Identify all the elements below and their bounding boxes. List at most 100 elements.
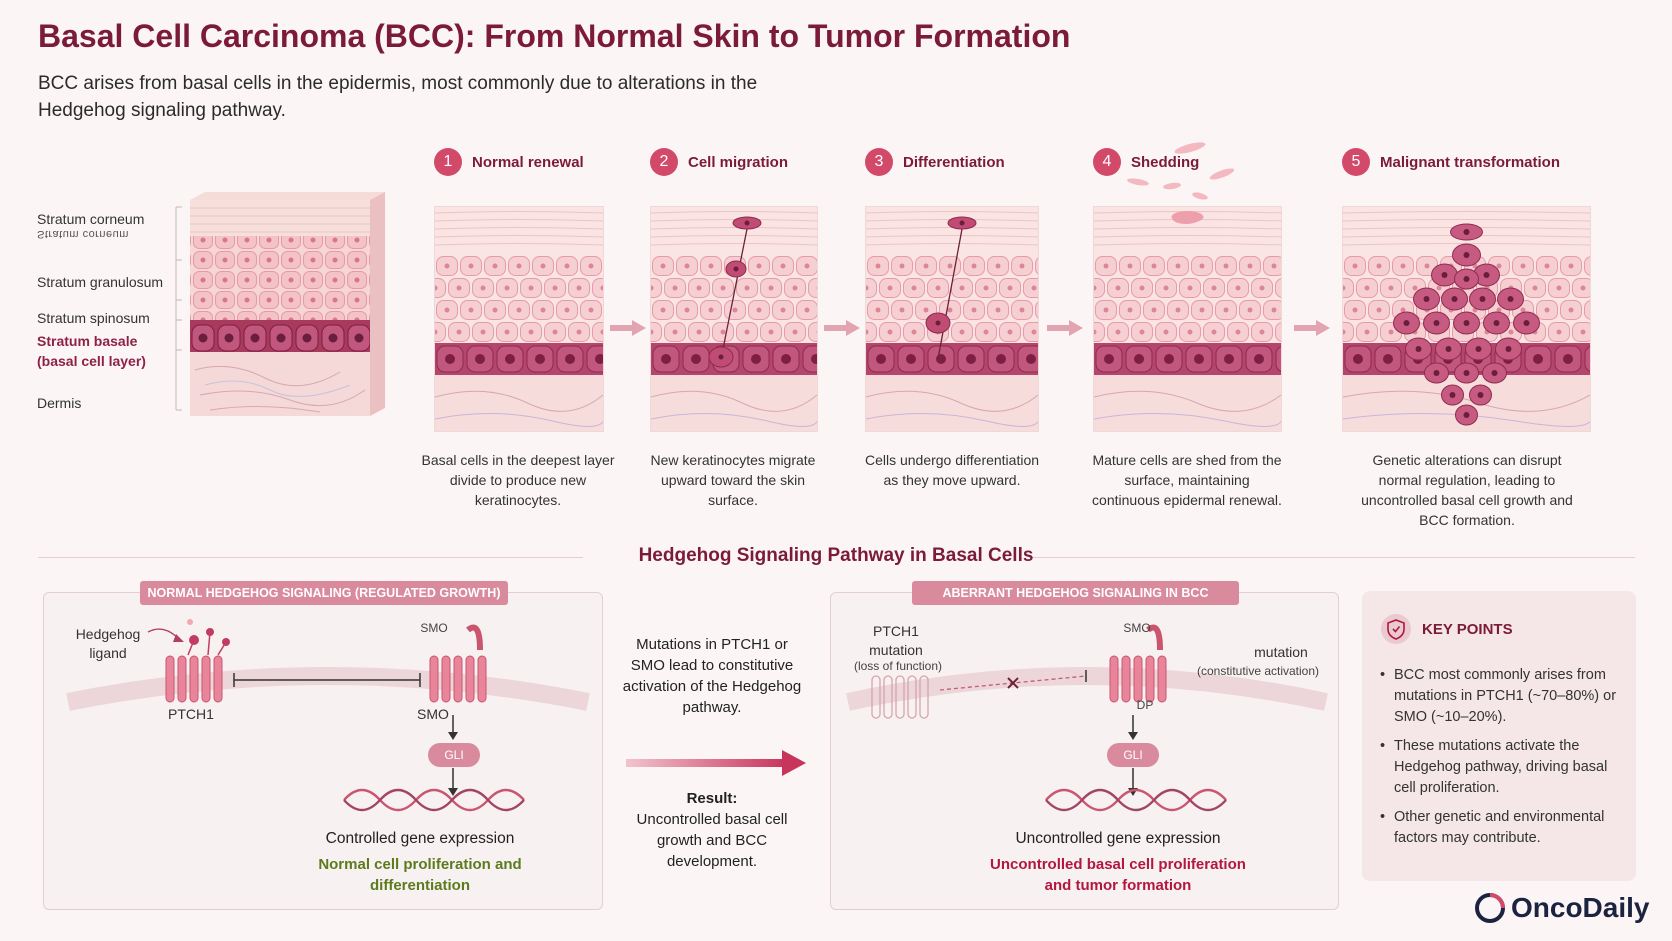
migrating-cell-path <box>925 216 977 360</box>
keratinocyte-cells <box>1094 256 1281 342</box>
divider-left <box>38 557 583 558</box>
label-dermis: Dermis <box>37 395 82 411</box>
dna-helix-aberrant <box>1045 788 1227 812</box>
step-1-description: Basal cells in the deepest layer divide … <box>421 452 615 508</box>
gli-label: GLI <box>444 748 464 762</box>
blocked-x-icon <box>1007 677 1019 689</box>
gli-mutant-label: GLI <box>1123 748 1143 762</box>
step-1-header: 1 Normal renewal <box>434 148 584 176</box>
smo-top-label: SMO <box>420 621 448 635</box>
label-basal-cell-layer: (basal cell layer) <box>37 353 146 369</box>
step-4-header: 4 Shedding <box>1093 148 1199 176</box>
normal-signaling-tag: NORMAL HEDGEHOG SIGNALING (REGULATED GRO… <box>140 581 508 605</box>
key-points-header: KEY POINTS <box>1380 613 1636 645</box>
step-5-header: 5 Malignant transformation <box>1342 148 1560 176</box>
divider-right <box>1030 557 1635 558</box>
smo-mutation-label: mutation <box>1254 644 1308 660</box>
aberrant-pathway-diagram <box>846 624 1328 812</box>
label-stratum-corneum: Stratum corneum <box>37 211 145 227</box>
smo-mutant-receptor <box>1109 624 1167 703</box>
ptch1-mutation-label: PTCH1 mutation <box>866 622 926 660</box>
step-5-title: Malignant transformation <box>1380 153 1561 171</box>
key-points-panel: KEY POINTS BCC most commonly arises from… <box>1362 591 1636 881</box>
mutation-explanation: Mutations in PTCH1 or SMO lead to consti… <box>622 636 802 716</box>
oncodaily-logo-text: OncoDaily <box>1511 892 1650 923</box>
ptch1-loss-of-function: (loss of function) <box>853 659 943 673</box>
inhibition-line <box>233 673 421 687</box>
key-point-item: Other genetic and environmental factors … <box>1380 807 1620 849</box>
result-text: Uncontrolled basal cell growth and BCC d… <box>636 811 788 870</box>
tissue-panel-differentiation <box>865 206 1039 432</box>
oncodaily-logo: OncoDaily <box>1473 891 1649 925</box>
ptch1-receptor <box>165 655 223 703</box>
key-points-list: BCC most commonly arises from mutations … <box>1380 665 1620 849</box>
hedgehog-ligand-label: Hedgehog ligand <box>75 626 141 661</box>
ptch1-mutant-receptor <box>871 675 929 719</box>
arrow-step-2-3 <box>824 320 860 336</box>
label-stratum-basale: Stratum basale <box>37 333 138 349</box>
step-3-description: Cells undergo differentiation as they mo… <box>864 452 1040 488</box>
basal-cell-row <box>866 343 1038 375</box>
step-1-number: 1 <box>434 148 462 176</box>
dna-helix-normal <box>343 788 525 812</box>
normal-pathway-diagram <box>66 619 590 812</box>
aberrant-signaling-panel <box>830 592 1339 910</box>
page-subtitle: BCC arises from basal cells in the epide… <box>38 73 758 121</box>
step-3-title: Differentiation <box>903 153 1005 171</box>
step-3-header: 3 Differentiation <box>865 148 1005 176</box>
key-points-title: KEY POINTS <box>1422 620 1513 638</box>
tissue-panel-normal-renewal <box>434 206 604 432</box>
step-1-title: Normal renewal <box>472 153 584 171</box>
step-2-description: New keratinocytes migrate upward toward … <box>650 452 816 508</box>
tissue-panel-cell-migration <box>650 206 818 432</box>
basal-cell-row <box>435 343 603 375</box>
arrow-step-4-5 <box>1294 320 1330 336</box>
result-label: Result: <box>686 790 738 807</box>
ptch1-label: PTCH1 <box>168 706 214 722</box>
aberrant-outcome: Uncontrolled basal cell proliferation an… <box>990 856 1246 894</box>
arrow-step-1-2 <box>610 320 646 336</box>
step-2-title: Cell migration <box>688 153 789 171</box>
step-3-number: 3 <box>865 148 893 176</box>
uncontrolled-gene-expression: Uncontrolled gene expression <box>1015 830 1221 847</box>
label-stratum-granulosum: Stratum granulosum <box>37 274 164 290</box>
transition-arrow <box>626 750 806 776</box>
controlled-gene-expression: Controlled gene expression <box>325 830 515 847</box>
aberrant-signaling-tag: ABERRANT HEDGEHOG SIGNALING IN BCC <box>912 581 1239 605</box>
ptch1-mutation-text: PTCH1 mutation <box>869 623 923 658</box>
skin-block-3d <box>190 192 385 416</box>
stratum-corneum-lines <box>435 211 603 246</box>
smo-constitutive-activation: (constitutive activation) <box>1196 664 1320 678</box>
normal-outcome: Normal cell proliferation and differenti… <box>318 856 522 894</box>
basal-cells-3d <box>191 324 370 352</box>
smo-mutant-top-label: SMO <box>1123 621 1151 635</box>
pathway-section-title: Hedgehog Signaling Pathway in Basal Cell… <box>638 545 1034 566</box>
smo-label: SMO <box>417 706 449 722</box>
label-stratum-corneum-mirrored: Stratum corneum <box>37 228 129 240</box>
normal-signaling-panel <box>43 592 603 910</box>
step-2-header: 2 Cell migration <box>650 148 788 176</box>
tissue-panel-malignant-transformation <box>1342 206 1591 432</box>
keratinocyte-cells <box>435 256 603 342</box>
key-point-item: These mutations activate the Hedgehog pa… <box>1380 736 1620 799</box>
stratum-corneum-lines <box>651 211 817 246</box>
key-point-item: BCC most commonly arises from mutations … <box>1380 665 1620 728</box>
step-5-description: Genetic alterations can disrupt normal r… <box>1361 452 1573 528</box>
dermis-layer <box>1094 375 1281 431</box>
basal-cell-row <box>1094 343 1281 375</box>
label-stratum-spinosum: Stratum spinosum <box>37 310 150 326</box>
dermis-layer <box>866 375 1038 431</box>
step-4-number: 4 <box>1093 148 1121 176</box>
dermis-layer <box>435 375 603 431</box>
step-4-description: Mature cells are shed from the surface, … <box>1092 452 1282 508</box>
basal-cell-row <box>651 343 817 375</box>
tumor-cell-cluster <box>1393 223 1540 426</box>
hedgehog-ligand-icon <box>147 619 230 656</box>
step-2-number: 2 <box>650 148 678 176</box>
smo-mutant-below-label: DP <box>1136 698 1154 712</box>
arrow-step-3-4 <box>1047 320 1083 336</box>
layer-bracket <box>175 206 182 411</box>
oncodaily-logo-icon <box>1475 893 1505 923</box>
dermis-layer <box>651 375 817 431</box>
stratum-corneum-lines <box>1094 211 1281 246</box>
